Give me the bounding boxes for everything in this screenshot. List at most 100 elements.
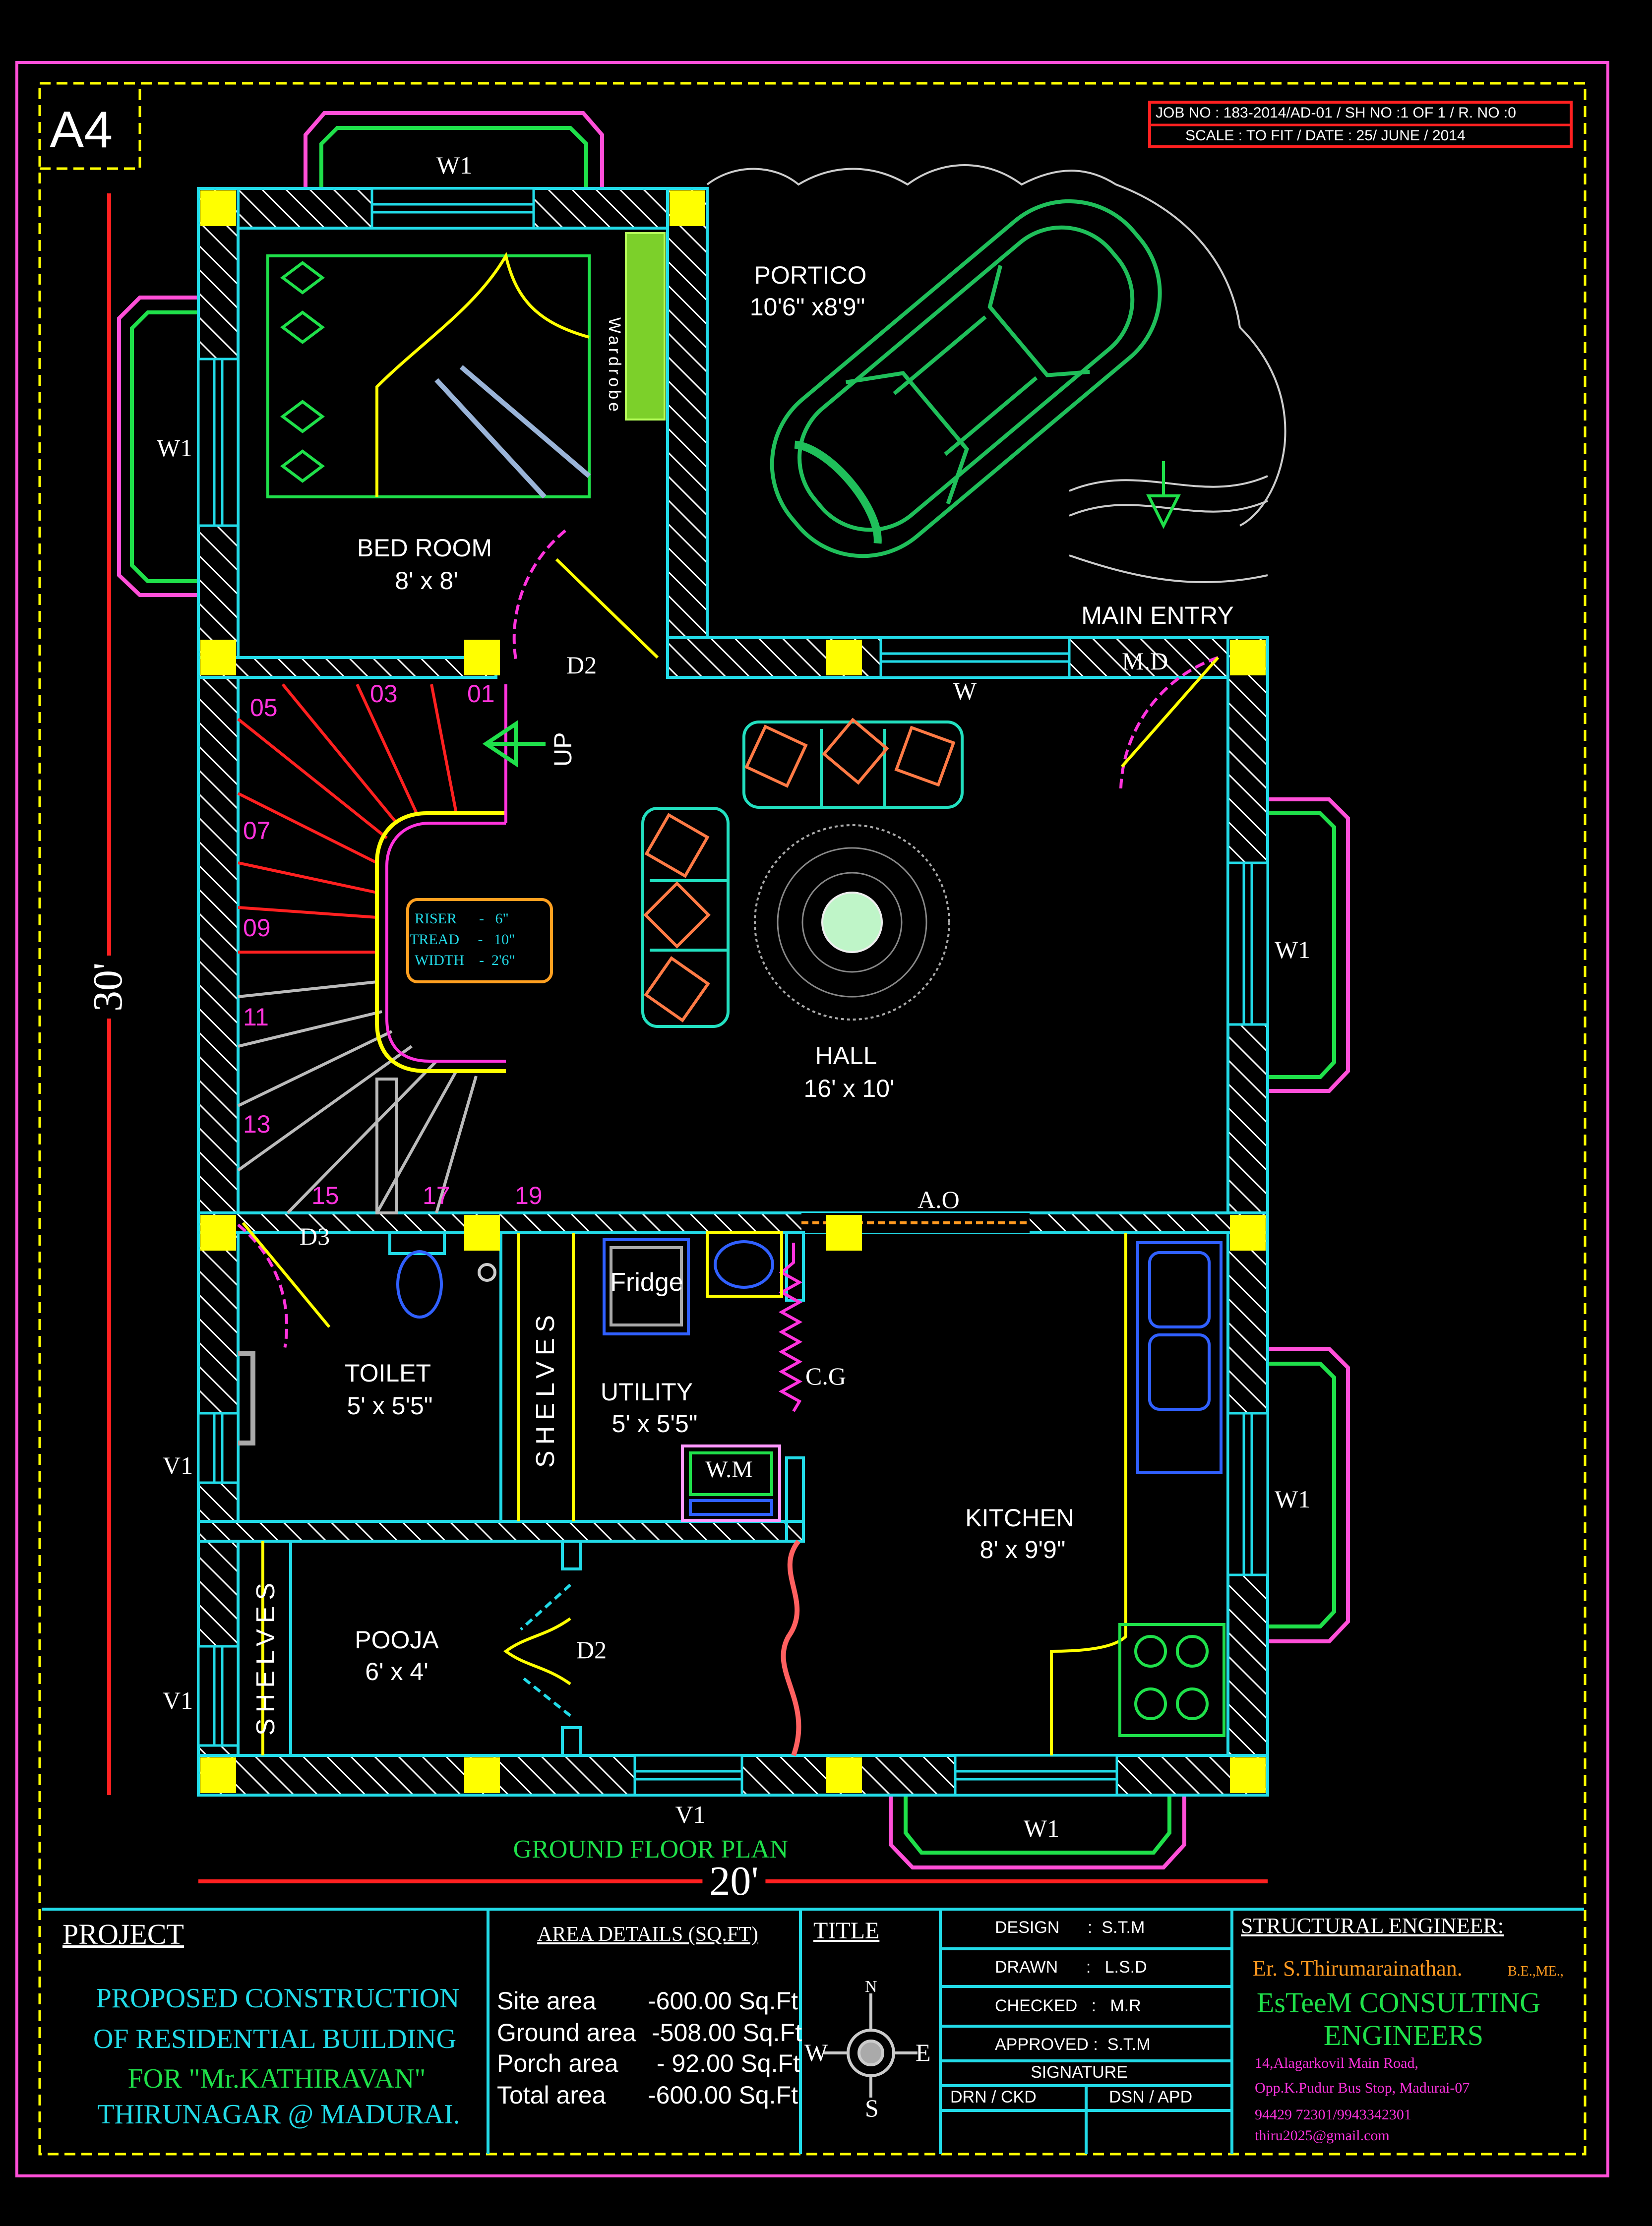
hall-size: 16' x 10' <box>803 1075 895 1102</box>
stair-step-19: 19 <box>515 1182 543 1209</box>
doors <box>237 529 1220 1756</box>
window-bays <box>117 111 1350 1869</box>
columns <box>200 190 1266 1793</box>
car <box>770 199 1162 558</box>
fixtures <box>238 1231 783 1522</box>
project-line-4: THIRUNAGAR @ MADURAI. <box>97 2099 460 2130</box>
signoff-checked: CHECKED : M.R <box>995 1996 1141 2015</box>
firm-address-1: 14,Alagarkovil Main Road, <box>1255 2055 1418 2071</box>
compass-rose <box>824 1993 918 2098</box>
stair-riser-spec: RISER - 6" <box>415 910 509 927</box>
portico-name: PORTICO <box>754 261 867 289</box>
window-label-right-hall: W1 <box>1275 936 1311 963</box>
signoff-approved: APPROVED : S.T.M <box>995 2035 1151 2054</box>
stair-width-spec: WIDTH - 2'6" <box>415 952 515 968</box>
engineer-heading: STRUCTURAL ENGINEER: <box>1241 1914 1504 1938</box>
arch-opening-label: A.O <box>918 1186 960 1213</box>
stair-step-11: 11 <box>243 1003 269 1031</box>
window-openings <box>197 187 1269 1797</box>
project-line-2: OF RESIDENTIAL BUILDING <box>93 2024 457 2054</box>
firm-address-2: Opp.K.Pudur Bus Stop, Madurai-07 <box>1255 2080 1470 2096</box>
area-label-total: Total area <box>497 2081 606 2109</box>
main-entry-name: MAIN ENTRY <box>1081 602 1234 629</box>
stair-step-01: 01 <box>467 680 495 708</box>
area-label-porch: Porch area <box>497 2049 618 2077</box>
hall-name: HALL <box>815 1042 877 1070</box>
utility-size: 5' x 5'5" <box>612 1410 698 1438</box>
compass-south: S <box>865 2094 879 2122</box>
firm-email: thiru2025@gmail.com <box>1255 2127 1390 2144</box>
stair-step-03: 03 <box>370 680 398 708</box>
washing-machine-label: W.M <box>705 1456 753 1483</box>
main-door-label: M.D <box>1122 647 1168 675</box>
window-label-left: W1 <box>157 434 193 462</box>
vent-label-bottom: V1 <box>675 1801 706 1828</box>
utility-name: UTILITY <box>600 1378 693 1406</box>
stair-step-05: 05 <box>250 694 278 722</box>
utility-shelves-label: SHELVES <box>531 1309 560 1468</box>
wardrobe-label: Wardrobe <box>605 317 624 415</box>
bedroom-door-label: D2 <box>566 651 597 679</box>
kitchen-size: 8' x 9'9" <box>979 1536 1066 1564</box>
entry-steps <box>1069 475 1268 584</box>
toilet-door-label: D3 <box>300 1222 330 1250</box>
portico-canopy <box>706 164 1286 527</box>
drn-ckd-label: DRN / CKD <box>950 2088 1037 2106</box>
compass-north: N <box>865 1978 877 1996</box>
kitchen-fixtures <box>261 1233 1225 1755</box>
title-block-grid <box>42 1908 1584 2154</box>
stair-step-15: 15 <box>311 1182 339 1209</box>
vent-label-pooja: V1 <box>163 1686 193 1714</box>
area-heading: AREA DETAILS (SQ.FT) <box>537 1923 758 1946</box>
fridge-label: Fridge <box>610 1268 683 1297</box>
window-label-portico: W <box>953 677 977 705</box>
area-label-ground: Ground area <box>497 2019 636 2046</box>
signoff-drawn: DRAWN : L.S.D <box>995 1958 1147 1977</box>
firm-name-line-1: EsTeeM CONSULTING <box>1256 1986 1541 2019</box>
area-value-total: -600.00 Sq.Ft <box>648 2081 798 2109</box>
pooja-door-label: D2 <box>576 1636 607 1664</box>
center-table <box>754 824 950 1021</box>
stair-step-09: 09 <box>243 914 271 942</box>
project-heading: PROJECT <box>62 1918 184 1950</box>
pooja-shelves-label: SHELVES <box>251 1576 280 1736</box>
wardrobe <box>625 232 666 421</box>
stair-step-07: 07 <box>243 817 271 844</box>
compass-east: E <box>916 2039 931 2066</box>
signoff-design: DESIGN : S.T.M <box>995 1918 1145 1937</box>
kitchen-name: KITCHEN <box>965 1504 1074 1532</box>
bedroom-size: 8' x 8' <box>395 567 458 595</box>
firm-phone: 94429 72301/9943342301 <box>1255 2106 1411 2123</box>
stair-step-17: 17 <box>423 1182 450 1209</box>
a4-label-box <box>40 83 141 170</box>
pooja-size: 6' x 4' <box>365 1658 428 1685</box>
title-heading: TITLE <box>813 1918 880 1944</box>
scale-date-line: SCALE : TO FIT / DATE : 25/ JUNE / 2014 <box>1185 127 1466 144</box>
entry-arrow <box>1146 461 1181 529</box>
sofa-set <box>641 718 964 1028</box>
plan-title: GROUND FLOOR PLAN <box>513 1835 789 1864</box>
vent-label-toilet: V1 <box>163 1451 193 1479</box>
engineer-degree: B.E.,ME., <box>1508 1964 1564 1979</box>
compass-west: W <box>804 2039 828 2066</box>
width-dimension: 20' <box>702 1861 766 1902</box>
firm-name-line-2: ENGINEERS <box>1323 2019 1484 2051</box>
area-label-site: Site area <box>497 1987 597 2015</box>
toilet-size: 5' x 5'5" <box>347 1392 433 1420</box>
up-label: UP <box>549 732 577 767</box>
stair-spec-box <box>406 898 553 983</box>
staircase <box>237 683 546 1214</box>
stair-tread-spec: TREAD - 10" <box>410 931 515 948</box>
sheet-size-label: A4 <box>50 101 113 159</box>
job-number-line: JOB NO : 183-2014/AD-01 / SH NO :1 OF 1 … <box>1156 105 1516 121</box>
portico-size: 10'6" x8'9" <box>749 293 865 321</box>
window-label-top: W1 <box>436 151 473 179</box>
walls <box>197 187 1269 1797</box>
bedroom-name: BED ROOM <box>357 534 492 562</box>
collapsible-gate-label: C.G <box>805 1362 846 1390</box>
pooja-name: POOJA <box>355 1626 439 1654</box>
window-label-right-kitchen: W1 <box>1275 1485 1311 1513</box>
toilet-name: TOILET <box>344 1359 431 1387</box>
area-value-site: -600.00 Sq.Ft <box>648 1987 798 2015</box>
